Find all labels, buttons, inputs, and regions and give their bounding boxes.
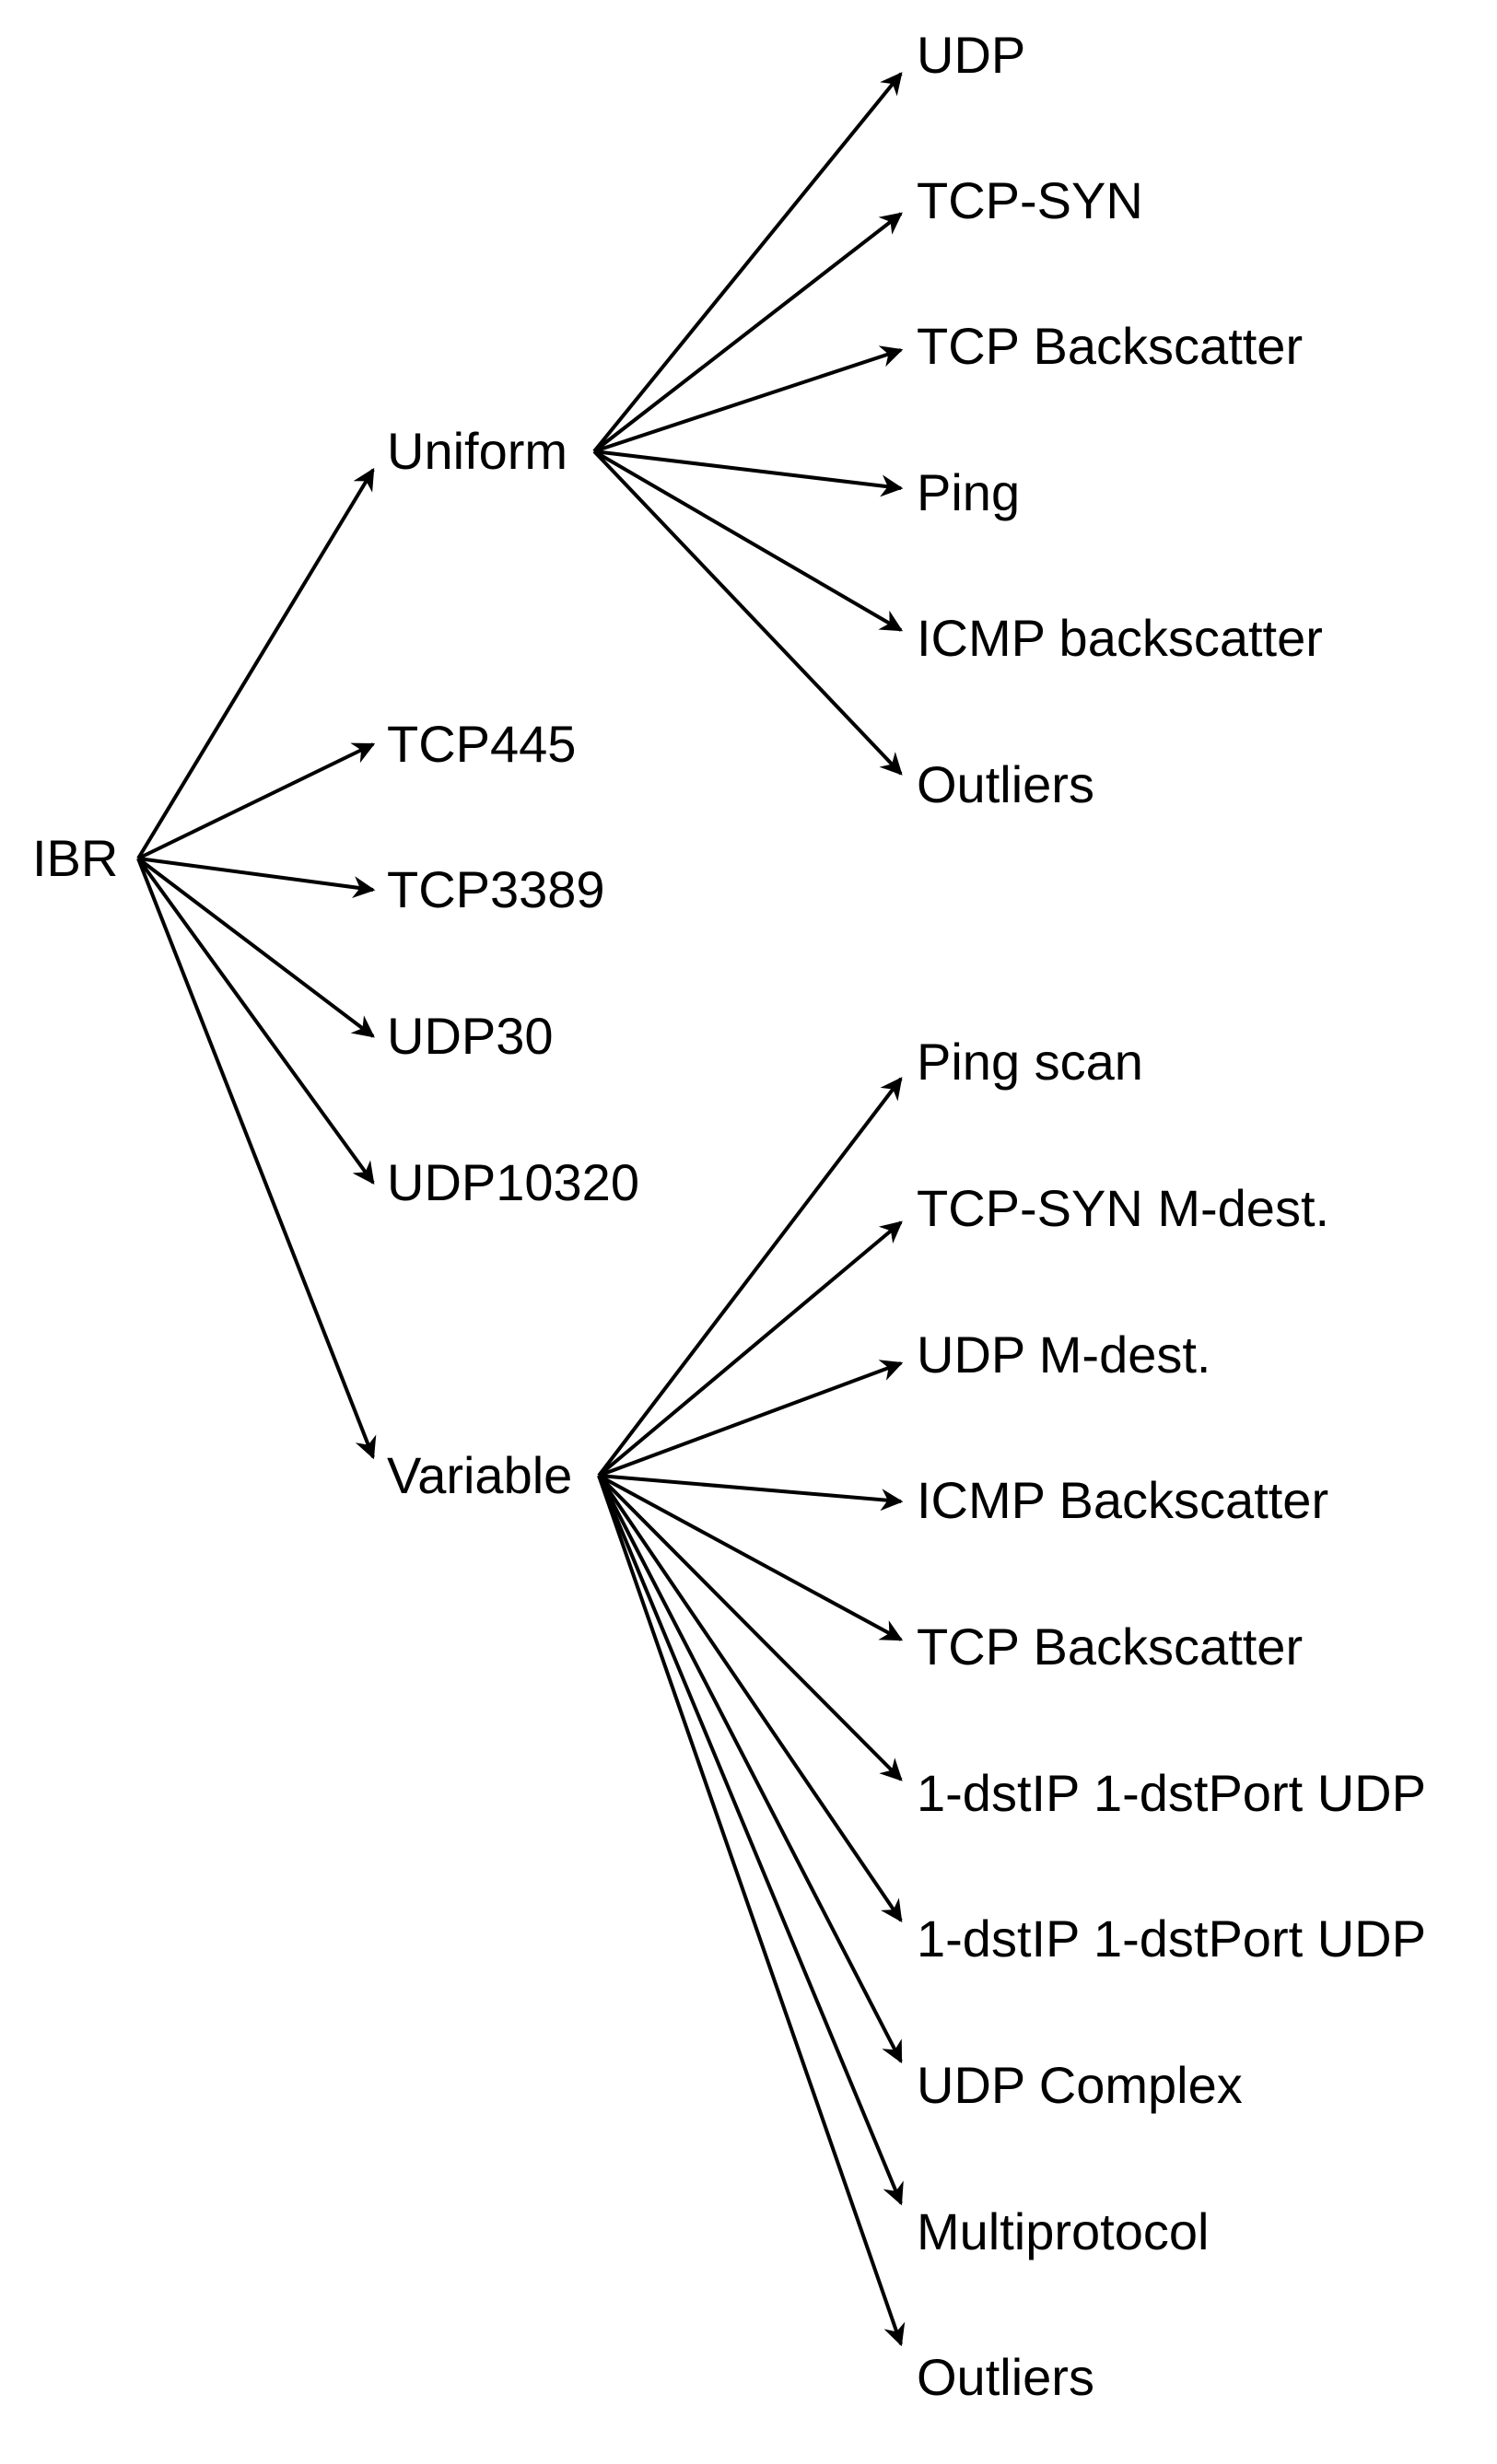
- edge-variable-to-tcp-syn-mdest: [597, 1220, 903, 1477]
- node-variable-1dstip-udp-a: 1-dstIP 1-dstPort UDP: [917, 1764, 1426, 1822]
- node-uniform-tcp-syn: TCP-SYN: [917, 171, 1143, 229]
- node-variable-udp-mdest: UDP M-dest.: [917, 1325, 1211, 1384]
- edge-uniform-to-icmp-backscatter: [592, 450, 904, 632]
- edge-variable-to-tcp-backscatter: [598, 1474, 904, 1641]
- edge-root-to-variable: [136, 858, 377, 1460]
- node-tcp3389: TCP3389: [387, 860, 605, 918]
- node-variable-multiprotocol: Multiprotocol: [917, 2202, 1210, 2260]
- edge-variable-to-udp-mdest: [598, 1360, 904, 1477]
- edge-uniform-to-ping: [593, 450, 904, 497]
- node-tcp445: TCP445: [387, 715, 577, 773]
- edge-uniform-to-tcp-syn: [592, 212, 903, 453]
- node-uniform-tcp-backscatter: TCP Backscatter: [917, 317, 1304, 375]
- node-uniform: Uniform: [387, 422, 568, 480]
- edge-variable-to-icmp-backscatter: [598, 1474, 904, 1512]
- edge-uniform-to-udp: [592, 72, 903, 453]
- node-udp10320: UDP10320: [387, 1153, 639, 1211]
- edge-variable-to-1dstip-udp-a: [597, 1474, 903, 1781]
- edge-variable-to-multiprotocol: [597, 1475, 904, 2206]
- node-variable-ping-scan: Ping scan: [917, 1033, 1143, 1091]
- node-variable: Variable: [387, 1446, 573, 1504]
- node-udp30: UDP30: [387, 1007, 554, 1065]
- edge-root-to-uniform: [136, 467, 375, 860]
- edge-uniform-to-tcp-backscatter: [593, 345, 904, 453]
- edge-root-to-tcp3389: [137, 857, 376, 899]
- edge-variable-to-udp-complex: [597, 1475, 903, 2064]
- node-uniform-outliers: Outliers: [917, 755, 1094, 813]
- node-ibr: IBR: [32, 829, 119, 887]
- node-uniform-udp: UDP: [917, 26, 1026, 84]
- edge-root-to-tcp445: [137, 742, 376, 860]
- edge-uniform-to-outliers: [592, 450, 903, 776]
- node-variable-outliers: Outliers: [917, 2348, 1094, 2406]
- edge-variable-to-ping-scan: [597, 1077, 903, 1477]
- node-variable-tcp-backscatter: TCP Backscatter: [917, 1617, 1304, 1676]
- node-variable-udp-complex: UDP Complex: [917, 2056, 1243, 2114]
- edge-variable-to-outliers: [597, 1475, 906, 2347]
- node-variable-tcp-syn-mdest: TCP-SYN M-dest.: [917, 1179, 1330, 1237]
- node-uniform-ping: Ping: [917, 463, 1021, 521]
- node-variable-1dstip-udp-b: 1-dstIP 1-dstPort UDP: [917, 1909, 1426, 1968]
- edge-root-to-udp30: [136, 857, 375, 1038]
- edge-variable-to-1dstip-udp-b: [597, 1474, 903, 1922]
- node-uniform-icmp-backscatter: ICMP backscatter: [917, 609, 1323, 667]
- edge-root-to-udp10320: [136, 857, 375, 1185]
- node-variable-icmp-backscatter: ICMP Backscatter: [917, 1471, 1329, 1529]
